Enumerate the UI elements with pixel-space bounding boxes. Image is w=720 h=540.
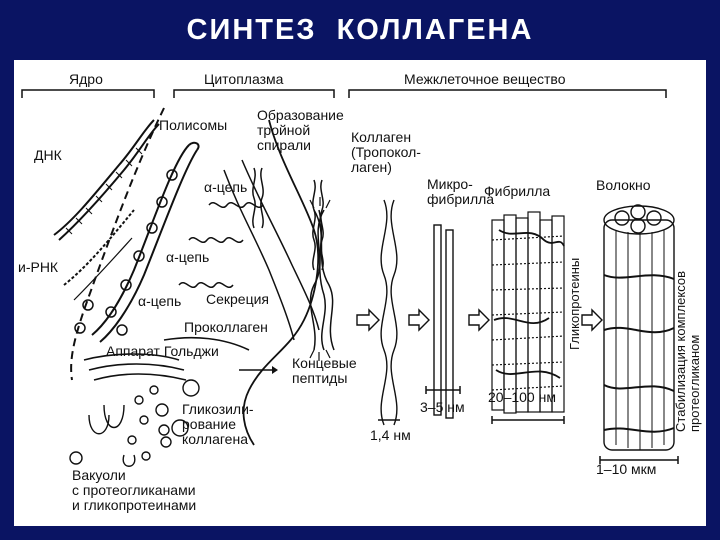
- slide-title: СИНТЕЗ КОЛЛАГЕНА: [186, 14, 534, 46]
- label-alpha-chain-1: α-цепь: [204, 179, 248, 195]
- section-cytoplasm: Цитоплазма: [204, 71, 284, 87]
- label-mrna: и-РНК: [18, 259, 59, 275]
- triple-helix-3: [312, 179, 316, 271]
- size-tropocollagen: 1,4 нм: [370, 427, 411, 443]
- label-fibril: Фибрилла: [484, 183, 551, 199]
- fiber-size-bracket: [599, 456, 679, 464]
- label-procollagen: Проколлаген: [184, 319, 268, 335]
- process-arrows: [356, 308, 603, 332]
- rough-er-tip: [188, 141, 200, 151]
- cell-membrane: [242, 119, 320, 446]
- cytoplasm-bracket: [173, 89, 335, 98]
- fibril-size-bracket: [491, 416, 565, 424]
- section-extracellular: Межклеточное вещество: [404, 71, 566, 87]
- extracellular-bracket: [348, 89, 667, 98]
- alpha-chain-wave-1: [208, 202, 264, 208]
- label-collagen: Коллаген (Тропокол- лаген): [351, 129, 421, 175]
- size-fiber: 1–10 мкм: [596, 461, 657, 477]
- label-alpha-chain-3: α-цепь: [138, 293, 182, 309]
- section-nucleus: Ядро: [69, 71, 103, 87]
- mrna-strand-2: [73, 237, 133, 301]
- rough-er-inner: [99, 149, 198, 343]
- label-triple-helix: Образование тройной спирали: [257, 107, 344, 153]
- label-glycoproteins: Гликопротеины: [567, 257, 582, 350]
- diagram-graphics: [21, 89, 679, 467]
- vesicles: [69, 379, 200, 467]
- label-microfibril: Микро- фибрилла: [427, 176, 495, 207]
- microfibril-size-bracket: [425, 386, 461, 394]
- alpha-chain-wave-2: [188, 237, 244, 243]
- label-vacuoles: Вакуоли с протеогликанами и гликопротеин…: [72, 467, 197, 513]
- fiber-bundle: [603, 204, 675, 451]
- triple-helix-2: [260, 167, 264, 229]
- collagen-synthesis-diagram: Ядро Цитоплазма Межклеточное вещество ДН…: [14, 60, 706, 526]
- size-fibril: 20–100 нм: [488, 389, 556, 405]
- tropocollagen: [309, 197, 335, 361]
- mrna-strand: [63, 209, 135, 286]
- label-dna: ДНК: [34, 147, 62, 163]
- secretory-pathway-2: [241, 159, 320, 331]
- microfibril-tubes: [433, 224, 454, 419]
- microfibril-helix: [378, 199, 400, 426]
- label-fiber: Волокно: [596, 177, 651, 193]
- fibril-bundle: [491, 211, 565, 414]
- label-polysomes: Полисомы: [159, 117, 228, 133]
- size-microfibril: 3–5 нм: [420, 399, 465, 415]
- ribosomes: [74, 169, 178, 336]
- label-stabilization: Стабилизация комплексов протеогликаном: [673, 270, 702, 432]
- alpha-chain-wave-3: [178, 282, 234, 288]
- nuclear-membrane: [70, 107, 165, 381]
- golgi-stacks: [83, 336, 250, 381]
- rough-er-outer: [91, 144, 190, 336]
- label-golgi: Аппарат Гольджи: [106, 343, 219, 359]
- triple-helix-1: [252, 167, 256, 229]
- label-secretion: Секреция: [206, 291, 270, 307]
- nucleus-bracket: [21, 89, 155, 98]
- dna-helix: [53, 119, 160, 241]
- label-end-peptides: Концевые пептиды: [292, 355, 357, 386]
- label-alpha-chain-2: α-цепь: [166, 249, 210, 265]
- secretory-pathway: [223, 169, 295, 341]
- label-glycosylation: Гликозили- рование коллагена: [182, 401, 254, 447]
